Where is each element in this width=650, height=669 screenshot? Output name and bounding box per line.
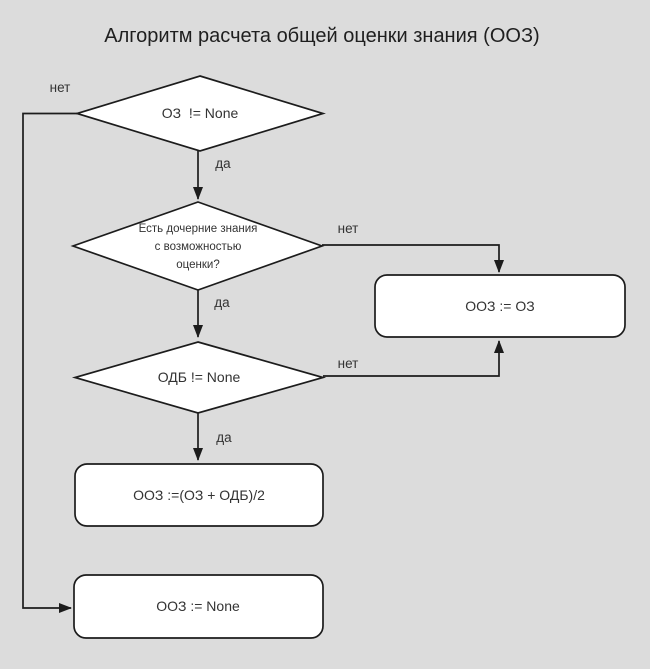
edge-label-odb-yes: да (216, 430, 232, 445)
edge-odb-no (323, 340, 504, 377)
decision-oz-not-none (74, 75, 326, 152)
decision-child-line-3: оценки? (176, 259, 219, 271)
process-assign-avg-label: ООЗ :=(ОЗ + ОДБ)/2 (133, 487, 265, 503)
process-assign-oz (374, 274, 626, 338)
process-assign-none-label: ООЗ := None (156, 598, 240, 614)
edge-label-oz-yes: да (215, 156, 231, 171)
process-assign-none (73, 574, 324, 639)
decision-odb-label: ОДБ != None (158, 369, 241, 385)
edge-children-no (322, 244, 504, 273)
decision-odb-not-none (71, 341, 327, 414)
decision-oz-label: ОЗ != None (162, 105, 239, 121)
process-assign-avg (74, 463, 324, 527)
decision-child-line-1: Есть дочерние знания (139, 223, 258, 235)
diagram-title: Алгоритм расчета общей оценки знания (ОО… (104, 25, 539, 47)
decision-child-knowledge (70, 201, 325, 291)
edge-label-children-no: нет (338, 221, 359, 236)
edge-label-oz-no: нет (50, 80, 71, 95)
process-assign-oz-label: ООЗ := ОЗ (465, 298, 534, 314)
decision-child-line-2: с возможностью (155, 241, 242, 253)
edge-oz-no (22, 112, 77, 613)
edge-label-odb-no: нет (338, 356, 359, 371)
edge-label-children-yes: да (214, 295, 230, 310)
